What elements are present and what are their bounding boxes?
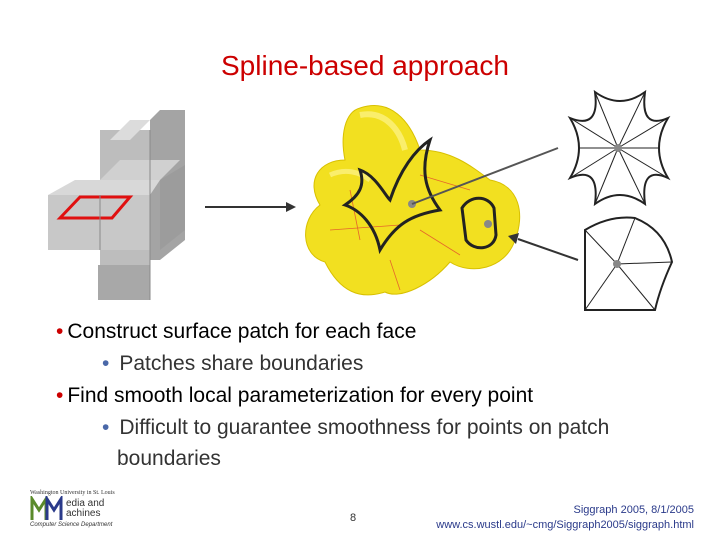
cube-model: [48, 110, 185, 300]
bullet-dot-icon: •: [102, 352, 110, 375]
domain-diagram-vertex: [567, 89, 671, 207]
figure: [48, 89, 674, 311]
bullet-text: Difficult to guarantee smoothness for po…: [117, 416, 610, 470]
highlighted-face: [56, 195, 134, 220]
footer-info: Siggraph 2005, 8/1/2005 www.cs.wustl.edu…: [436, 503, 694, 533]
bullet-text: Patches share boundaries: [119, 352, 364, 375]
footer-url[interactable]: www.cs.wustl.edu/~cmg/Siggraph2005/siggr…: [436, 519, 694, 531]
bullet-level1: •Find smooth local parameterization for …: [56, 380, 696, 412]
logo-word-media: edia and: [66, 498, 105, 509]
bullet-text: Find smooth local parameterization for e…: [67, 384, 534, 407]
logo-mm-icon: [30, 496, 63, 520]
logo-word-machines: achines: [66, 508, 101, 519]
bullet-list: •Construct surface patch for each face •…: [56, 316, 696, 474]
patch-outline-edge: [460, 196, 498, 250]
bullet-text: Construct surface patch for each face: [67, 320, 417, 343]
pointer-line-star: [411, 147, 559, 205]
patch-outline-star: [341, 136, 443, 255]
bullet-level2: • Patches share boundaries: [56, 348, 696, 380]
bullet-level1: •Construct surface patch for each face: [56, 316, 696, 348]
department-logo: Washington University in St. Louis edia …: [30, 490, 115, 528]
footer-conference: Siggraph 2005, 8/1/2005: [573, 504, 695, 516]
bullet-dot-icon: •: [102, 416, 110, 439]
page-number: 8: [350, 512, 357, 524]
bullet-level2: • Difficult to guarantee smoothness for p…: [56, 412, 696, 474]
arrow-right: [205, 202, 296, 212]
pointer-arrow-edge: [508, 233, 579, 261]
bullet-dot-icon: •: [56, 384, 64, 407]
smooth-surface: [305, 105, 521, 296]
bullet-dot-icon: •: [56, 320, 64, 343]
logo-department: Computer Science Department: [30, 522, 113, 528]
logo-university: Washington University in St. Louis: [30, 490, 115, 496]
domain-diagram-edge: [584, 216, 674, 311]
slide-title: Spline-based approach: [221, 50, 509, 81]
